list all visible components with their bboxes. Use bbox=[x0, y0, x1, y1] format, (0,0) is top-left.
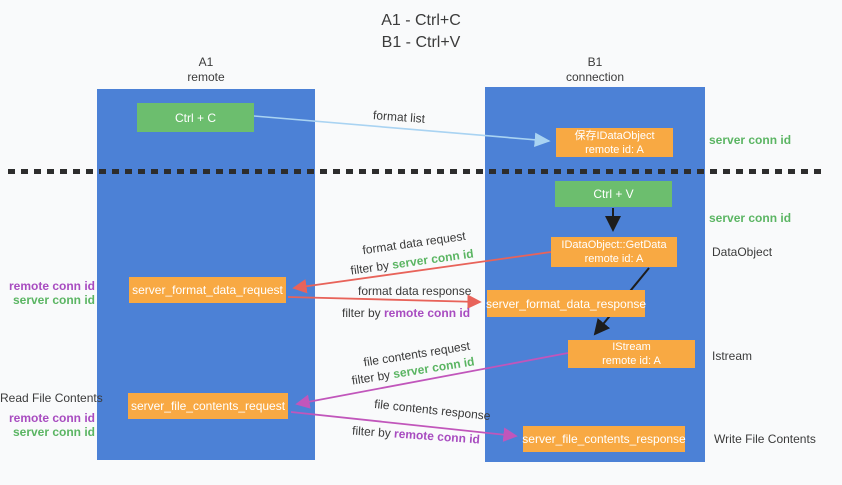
node-server-format-data-request-label: server_format_data_request bbox=[132, 283, 283, 297]
label-format-data-response: format data response bbox=[358, 284, 472, 298]
node-server-file-contents-response-label: server_file_contents_response bbox=[522, 432, 686, 446]
label-filter-by-text: filter by bbox=[350, 367, 395, 388]
label-remote-conn-id-text: remote conn id bbox=[384, 306, 471, 320]
annotation-server-conn-id-top: server conn id bbox=[709, 133, 792, 147]
label-format-list: format list bbox=[372, 108, 426, 126]
node-getdata: IDataObject::GetData remote id: A bbox=[551, 237, 677, 267]
label-filter-by-remote-2: filter by remote conn id bbox=[352, 424, 481, 447]
label-remote-conn-id-text: remote conn id bbox=[393, 426, 481, 447]
node-istream: IStream remote id: A bbox=[568, 340, 695, 368]
node-ctrl-v-label: Ctrl + V bbox=[593, 187, 634, 201]
node-server-format-data-response: server_format_data_response bbox=[485, 290, 647, 317]
node-getdata-line2: remote id: A bbox=[584, 253, 644, 265]
node-save-dataobject-line1: 保存IDataObject bbox=[574, 129, 655, 142]
title-line-2: B1 - Ctrl+V bbox=[381, 34, 461, 51]
node-ctrl-c-label: Ctrl + C bbox=[174, 110, 216, 125]
annotation-server-conn-id-mid: server conn id bbox=[709, 211, 792, 225]
phase-separator-line bbox=[8, 169, 826, 174]
node-server-file-contents-request-label: server_file_contents_request bbox=[130, 399, 286, 413]
lane-a1-role: remote bbox=[187, 70, 225, 84]
node-istream-line2: remote id: A bbox=[602, 355, 661, 367]
annotation-write-file-contents: Write File Contents bbox=[714, 432, 816, 446]
node-istream-line1: IStream bbox=[612, 341, 651, 353]
lane-b1-role: connection bbox=[565, 70, 625, 84]
lane-a1-name: A1 bbox=[198, 55, 214, 69]
label-filter-by-text: filter by bbox=[351, 423, 395, 441]
lane-header-b1: B1 connection bbox=[545, 55, 645, 85]
node-server-format-data-request: server_format_data_request bbox=[129, 277, 286, 303]
label-filter-by-text: filter by bbox=[342, 306, 385, 320]
node-server-file-contents-request: server_file_contents_request bbox=[128, 393, 288, 419]
lane-b1-name: B1 bbox=[587, 55, 603, 69]
annotation-istream: Istream bbox=[712, 349, 753, 363]
annotation-read-file-contents: Read File Contents bbox=[0, 391, 103, 405]
node-ctrl-v: Ctrl + V bbox=[555, 181, 672, 207]
annotation-server-conn-id-2: server conn id bbox=[12, 425, 95, 439]
node-save-dataobject-line2: remote id: A bbox=[585, 143, 644, 156]
lane-header-a1: A1 remote bbox=[156, 55, 256, 85]
label-file-contents-response: file contents response bbox=[373, 396, 492, 424]
annotation-server-conn-id-1: server conn id bbox=[12, 293, 95, 307]
node-save-dataobject: 保存IDataObject remote id: A bbox=[556, 128, 673, 157]
label-filter-by-remote-1: filter by remote conn id bbox=[342, 306, 470, 320]
annotation-remote-conn-id-1: remote conn id bbox=[8, 279, 95, 293]
label-filter-by-text: filter by bbox=[349, 257, 394, 278]
annotation-remote-conn-id-2: remote conn id bbox=[8, 411, 95, 425]
node-server-format-data-response-label: server_format_data_response bbox=[485, 296, 647, 311]
diagram-title: A1 - Ctrl+C B1 - Ctrl+V bbox=[0, 10, 842, 54]
title-line-1: A1 - Ctrl+C bbox=[381, 12, 461, 29]
node-server-file-contents-response: server_file_contents_response bbox=[522, 426, 686, 452]
annotation-dataobject: DataObject bbox=[712, 245, 773, 259]
node-ctrl-c: Ctrl + C bbox=[137, 103, 254, 132]
node-getdata-line1: IDataObject::GetData bbox=[561, 239, 667, 251]
